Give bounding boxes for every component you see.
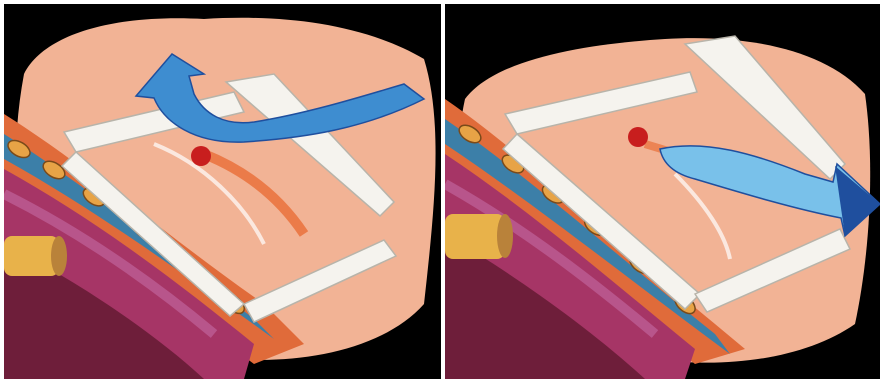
bronchus [4, 236, 59, 276]
bronchus [445, 214, 505, 259]
wound [191, 146, 211, 166]
panel-left [4, 4, 441, 379]
panel-right-illustration [445, 4, 880, 379]
wound [628, 127, 648, 147]
panel-right [445, 4, 880, 379]
panel-left-illustration [4, 4, 441, 379]
